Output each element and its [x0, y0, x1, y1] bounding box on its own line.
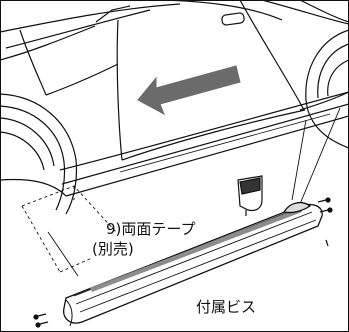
- clip-part-icon: [237, 175, 263, 216]
- front-wheel-arch: [0, 93, 78, 215]
- front-direction-arrow: [137, 65, 241, 116]
- screw-icon: [33, 197, 333, 328]
- tape-callout-note: (別売): [92, 240, 134, 258]
- double-sided-tape: [90, 208, 302, 292]
- alignment-guide-lines: [21, 107, 341, 277]
- rear-wheel-arch: [305, 29, 349, 149]
- side-skirt-part: [63, 201, 323, 327]
- screws-callout: 付属ビス: [196, 298, 257, 316]
- car-body-lines: [0, 0, 349, 197]
- tape-callout-title: 9)両面テープ: [106, 220, 196, 238]
